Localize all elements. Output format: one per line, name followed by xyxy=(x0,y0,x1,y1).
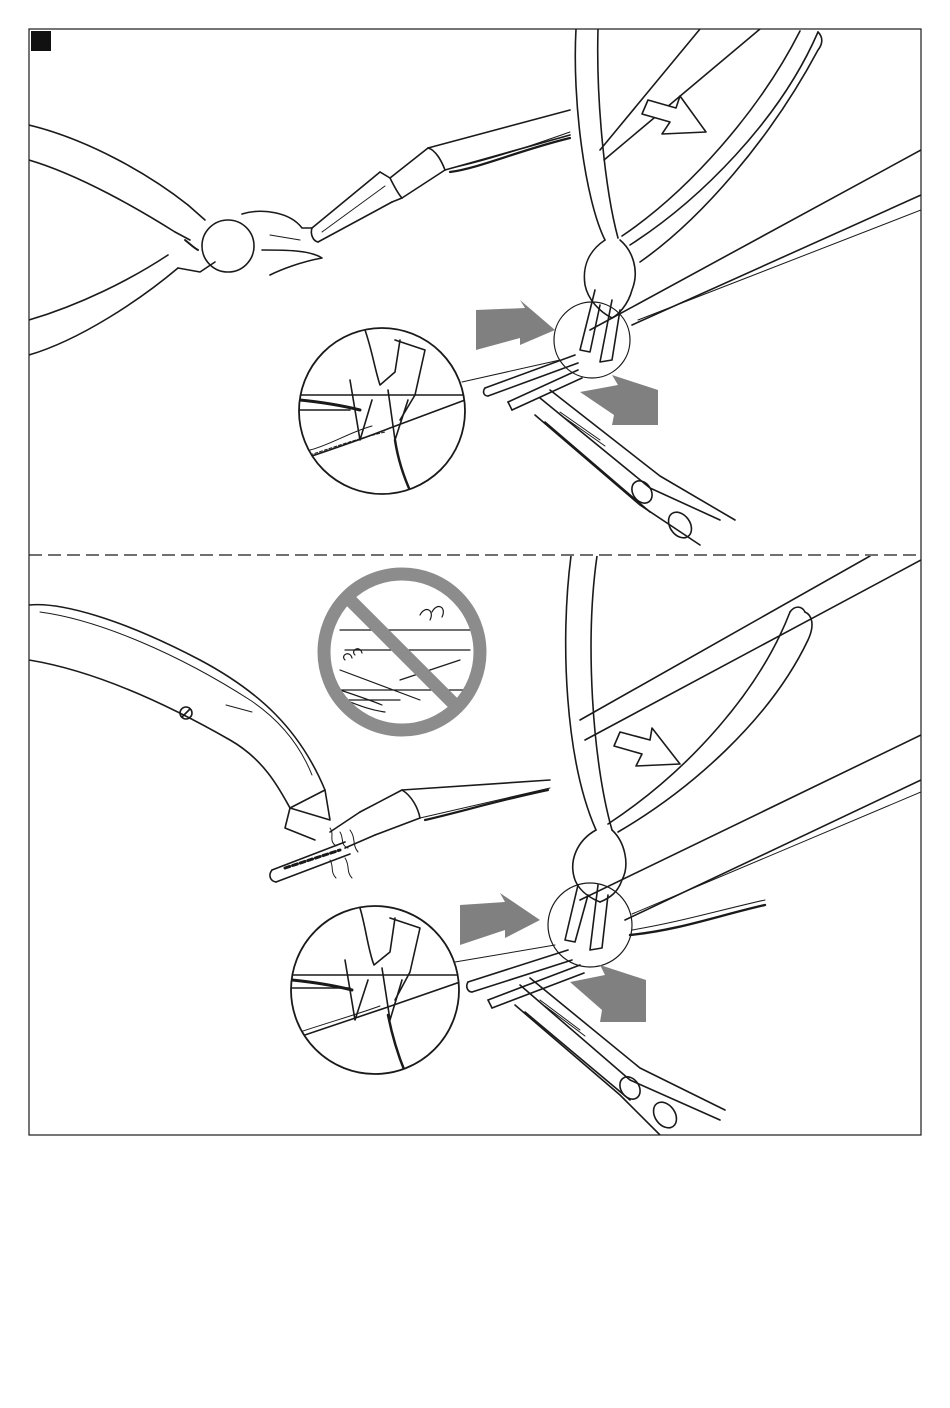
prohibition-sign xyxy=(324,574,480,730)
cable-small-bottom xyxy=(330,780,550,848)
top-panel xyxy=(29,29,921,545)
direction-arrow-hollow-bottom xyxy=(614,728,680,766)
cable-large xyxy=(590,29,921,330)
detail-magnifier-top xyxy=(299,328,465,495)
bottom-panel xyxy=(29,556,921,1135)
stripped-conductors xyxy=(484,355,582,410)
twisted-wire-right xyxy=(630,905,765,935)
utility-knife xyxy=(29,605,330,840)
cable-small xyxy=(311,110,570,242)
stripped-end-bottom xyxy=(270,828,358,882)
side-cutters xyxy=(29,125,322,355)
stripping-pliers-bottom xyxy=(565,556,812,950)
detail-magnifier-bottom xyxy=(290,906,460,1074)
figure-frame xyxy=(29,29,921,1135)
pull-arrow-left xyxy=(476,300,555,350)
stripping-pliers xyxy=(575,29,822,362)
pull-arrow-right xyxy=(580,375,658,425)
stripped-conductors-bottom xyxy=(467,950,584,1008)
step-marker xyxy=(31,31,51,51)
pull-arrow-left-bottom xyxy=(460,893,540,945)
